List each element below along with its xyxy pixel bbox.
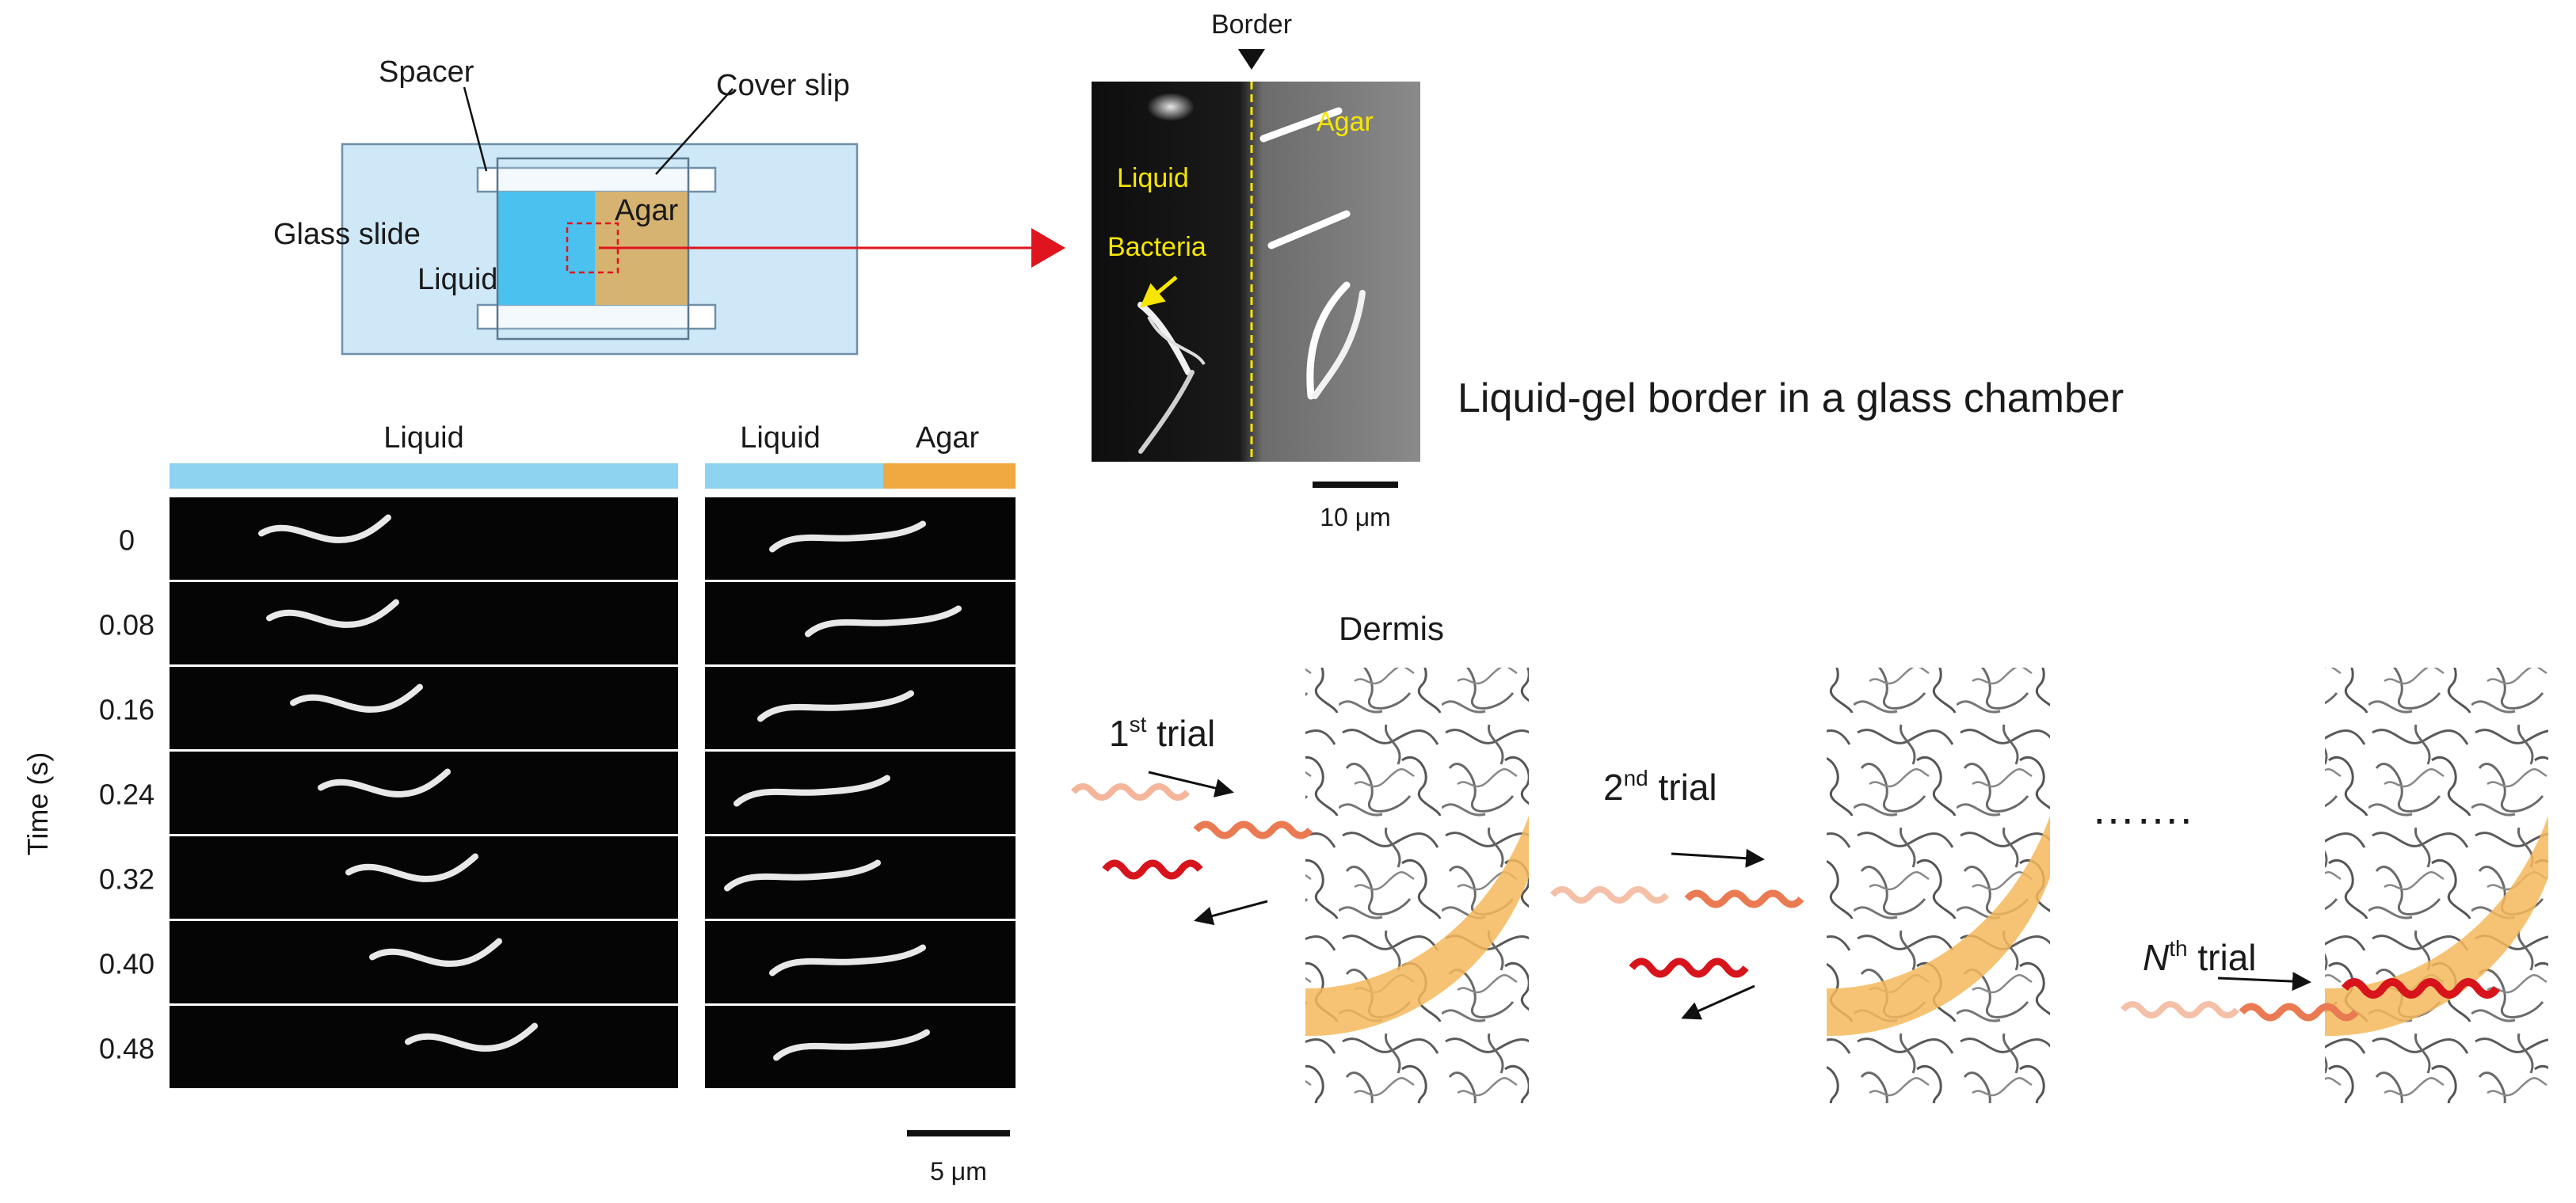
- micrograph-image: [1092, 82, 1420, 462]
- bacterium-4: [1259, 107, 1343, 143]
- trials: Dermis 1st trial 2nd trial: [1070, 610, 2548, 1103]
- caption: Liquid-gel border in a glass chamber: [1458, 375, 2124, 421]
- frame-right-bacterium-5: [769, 944, 926, 976]
- bacterium-5: [1267, 210, 1351, 249]
- tissue-block-2: [1827, 668, 2050, 1103]
- trial-1-label: 1st trial: [1109, 712, 1215, 754]
- right-header-liquid: Liquid: [740, 421, 820, 455]
- time-label-3: 0.24: [99, 779, 154, 811]
- right-header-agar: Agar: [916, 421, 980, 455]
- frame-right-bacterium-4: [724, 859, 881, 892]
- trial-2-label: 2nd trial: [1603, 766, 1717, 808]
- bacterium-tn-faded: [2120, 1001, 2240, 1018]
- border-marker: [1238, 49, 1265, 70]
- trial-n-arrow-in: [2217, 972, 2311, 992]
- left-header: Liquid: [383, 421, 463, 455]
- frames: 0 0.08 0.16 0.24 0.32 0.40 0.48: [99, 497, 1016, 1088]
- liquid-region: [497, 192, 595, 305]
- frame-right-bacterium-0: [769, 520, 926, 553]
- frame-left-5: [170, 921, 678, 1003]
- bacterium-1: [1137, 302, 1191, 375]
- trial-1-arrow-in: [1148, 771, 1234, 798]
- tissue-block-1: [1305, 668, 1529, 1103]
- bacterium-tn-entering: [2239, 1003, 2359, 1022]
- frame-right-bacterium-6: [773, 1029, 930, 1061]
- timelapse: Liquid Liquid Agar Time (s) 0 0.08 0.16 0.2…: [21, 421, 1016, 1186]
- frame-left-6: [170, 1006, 678, 1088]
- time-label-2: 0.16: [99, 694, 154, 726]
- bacterium-t2-entering: [1684, 889, 1804, 908]
- focus-region: [566, 222, 619, 274]
- time-axis-label: Time (s): [21, 752, 54, 856]
- border-label: Border: [1211, 10, 1292, 40]
- time-label-6: 0.48: [99, 1033, 154, 1065]
- bacterium-6: [1306, 281, 1351, 400]
- scaffold-band-3: [2325, 816, 2548, 1037]
- frame-left-2: [170, 667, 678, 749]
- glass-slide-label: Glass slide: [273, 218, 421, 251]
- bacterium-glow-1: [1147, 93, 1195, 121]
- bacterium-2: [1138, 370, 1195, 454]
- bacteria-label: Bacteria: [1107, 232, 1206, 262]
- liquid-label: Liquid: [417, 263, 497, 296]
- trial-2-arrow-in: [1671, 848, 1765, 868]
- frame-left-bacterium-3: [318, 768, 451, 798]
- bacterium-7: [1312, 290, 1366, 399]
- micrograph: Border Liquid Agar Bacteria 10 μm: [1092, 10, 1420, 531]
- time-label-4: 0.32: [99, 863, 154, 896]
- frame-left-1: [170, 582, 678, 664]
- bacterium-3: [1147, 316, 1206, 366]
- bacterium-t2-reflected: [1629, 957, 1749, 978]
- frame-left-3: [170, 752, 678, 834]
- frame-left-bacterium-0: [258, 514, 391, 543]
- spacer-leader: [463, 86, 488, 172]
- time-label-5: 0.40: [99, 948, 154, 980]
- frame-left-bacterium-1: [266, 599, 399, 628]
- micro-scale-label: 10 μm: [1320, 503, 1391, 531]
- tissue-block-3: [2325, 668, 2548, 1103]
- timelapse-scale-label: 5 μm: [930, 1157, 987, 1186]
- bacterium-t1-reflected: [1102, 859, 1203, 880]
- agar-label: Agar: [615, 194, 679, 227]
- time-label-0: 0: [119, 524, 135, 557]
- frame-left-0: [170, 497, 678, 580]
- scaffold-band-1: [1305, 816, 1529, 1037]
- right-agar-bar: [883, 463, 1016, 489]
- ellipsis: …….: [2091, 783, 2193, 833]
- frame-left-bacterium-2: [290, 683, 423, 713]
- spacer-label: Spacer: [379, 55, 474, 89]
- frame-right-bacterium-1: [805, 605, 962, 638]
- frame-left-bacterium-6: [405, 1022, 538, 1052]
- frame-left-bacterium-5: [369, 938, 502, 967]
- frame-left-bacterium-4: [345, 853, 478, 882]
- cover-slip-label: Cover slip: [716, 69, 850, 102]
- right-liquid-bar: [705, 463, 883, 489]
- cover-slip-leader: [655, 88, 734, 175]
- time-label-1: 0.08: [99, 609, 154, 641]
- bacteria-pointer: [1140, 276, 1178, 308]
- chamber-schematic: Spacer Cover slip Glass slide Liquid Aga…: [273, 55, 1065, 356]
- trial-n-label: Nth trial: [2143, 936, 2257, 978]
- bacterium-t1-entering: [1193, 820, 1313, 839]
- bacterium-t2-faded: [1549, 886, 1670, 904]
- trial-1-arrow-out: [1194, 900, 1268, 926]
- bacterium-tn-invading: [2342, 978, 2500, 999]
- micro-liquid-label: Liquid: [1117, 163, 1189, 193]
- frame-right-bacterium-2: [757, 690, 914, 722]
- dermis-label: Dermis: [1339, 610, 1444, 647]
- zoom-arrow-head: [1031, 228, 1065, 268]
- frame-right-bacterium-3: [734, 775, 890, 807]
- trial-2-arrow-out: [1681, 984, 1755, 1020]
- bacterium-t1-faded: [1070, 783, 1191, 801]
- scaffold-band-2: [1827, 816, 2050, 1037]
- micro-agar-label: Agar: [1317, 107, 1374, 137]
- left-liquid-bar: [170, 463, 678, 489]
